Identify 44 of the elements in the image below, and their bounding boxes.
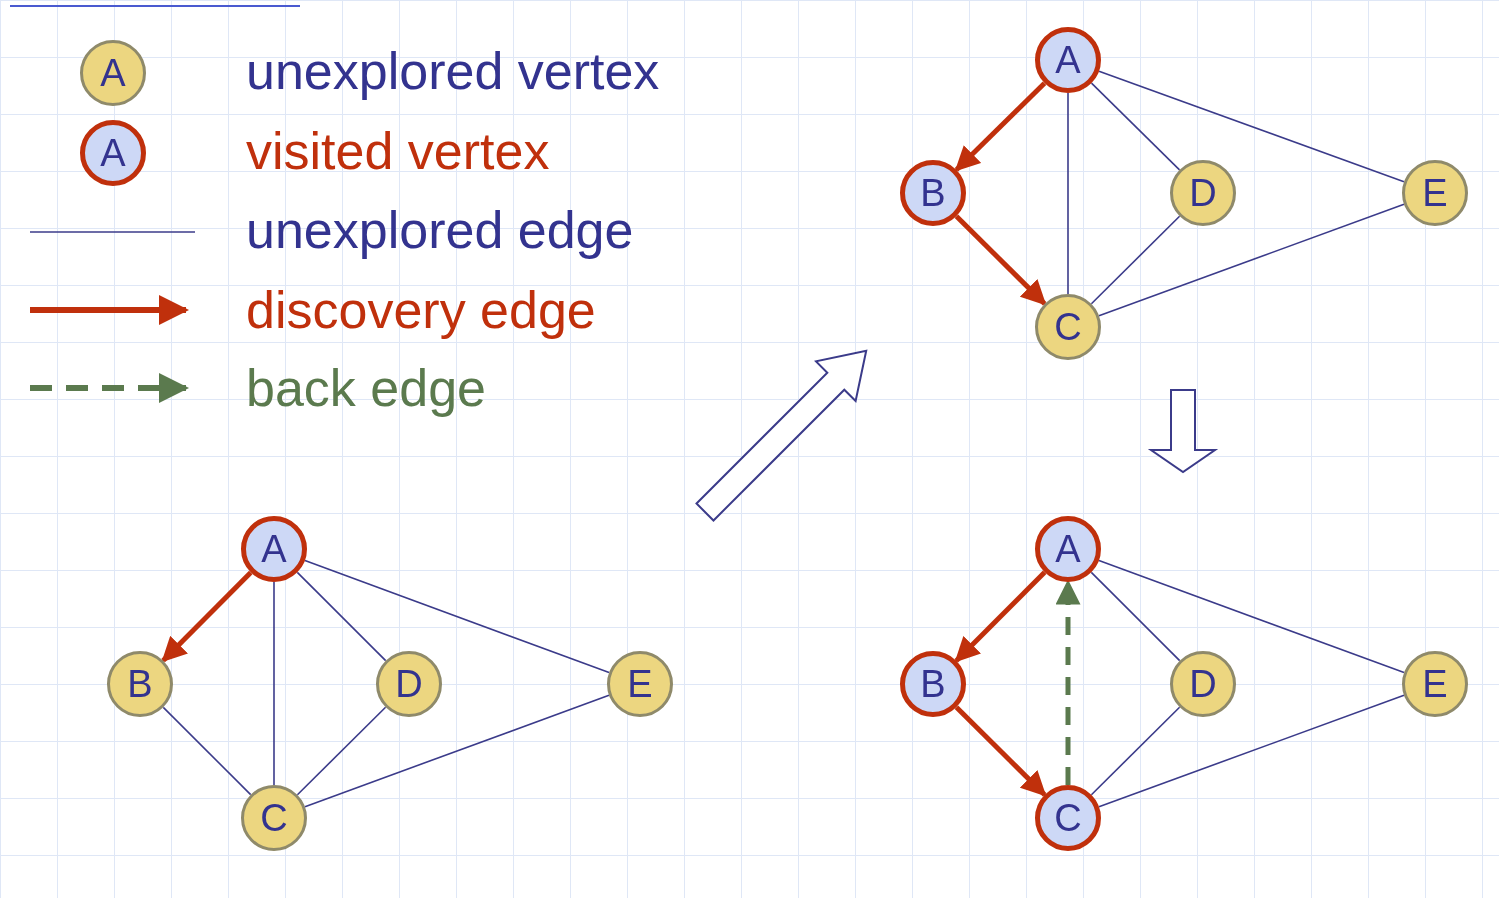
vertex-label: A [1055, 41, 1081, 79]
edge-line [273, 581, 275, 786]
edge-line [1090, 571, 1181, 662]
unexplored-vertex [1035, 294, 1101, 360]
vertex-label: A [100, 134, 126, 172]
visited-vertex [1035, 785, 1101, 851]
vertex-label: E [627, 665, 653, 703]
arrow [161, 570, 253, 663]
vertex-label: E [1422, 174, 1448, 212]
visited-vertex [241, 516, 307, 582]
unexplored-vertex [241, 785, 307, 851]
unexplored-vertex [1170, 651, 1236, 717]
arrow [954, 570, 1047, 663]
visited-vertex [900, 651, 966, 717]
unexplored-vertex [107, 651, 173, 717]
vertex-label: A [1055, 530, 1081, 568]
vertex-label: D [395, 665, 423, 703]
vertex-label: B [920, 665, 946, 703]
unexplored-vertex [376, 651, 442, 717]
vertex-label: B [920, 174, 946, 212]
edge-line [1090, 82, 1181, 171]
vertex-label: D [1189, 174, 1217, 212]
arrow [954, 81, 1047, 172]
vertex-label: C [1054, 308, 1082, 346]
vertex-label: C [1054, 799, 1082, 837]
vertex-label: A [100, 54, 126, 92]
vertex-label: C [260, 799, 288, 837]
arrow [954, 214, 1047, 306]
edge-line [1067, 92, 1069, 295]
vertex-label: E [1422, 665, 1448, 703]
visited-vertex [1035, 516, 1101, 582]
unexplored-vertex [1170, 160, 1236, 226]
edge-line [1090, 215, 1181, 305]
edge-line [1090, 706, 1181, 796]
vertex-label: B [127, 665, 153, 703]
edge-line [296, 706, 387, 796]
legend-text: visited vertex [246, 125, 550, 177]
visited-vertex [900, 160, 966, 226]
edge-line [296, 571, 387, 662]
arrow [954, 705, 1047, 797]
vertex-label: D [1189, 665, 1217, 703]
edge-line [162, 706, 252, 796]
visited-vertex [1035, 27, 1101, 93]
vertex-label: A [261, 530, 287, 568]
